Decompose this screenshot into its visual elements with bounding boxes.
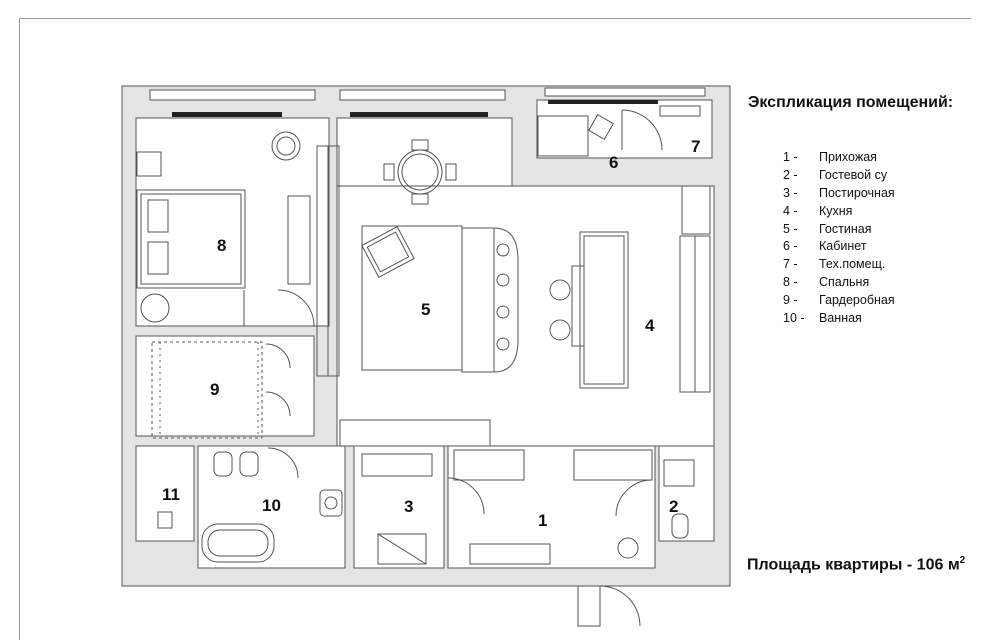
guest-toilet <box>671 513 689 539</box>
sofa <box>461 227 519 373</box>
legend-item: 10 -Ванная <box>783 311 862 326</box>
study-desk <box>537 115 589 157</box>
window-bedroom <box>149 89 316 101</box>
legend-item: 9 -Гардеробная <box>783 293 895 308</box>
room-label-11: 11 <box>162 485 180 504</box>
area-superscript: 2 <box>959 555 966 566</box>
legend-item: 2 -Гостевой су <box>783 167 888 182</box>
room-labels: 1 2 3 4 5 6 7 8 9 10 11 <box>162 137 700 530</box>
frame-left-line <box>19 18 20 640</box>
room-label-1: 1 <box>538 511 547 530</box>
window-living <box>339 89 506 101</box>
legend-item: 8 -Спальня <box>783 275 870 290</box>
dining-table <box>397 149 443 195</box>
bedroom-wardrobe <box>287 195 311 285</box>
room-label-7: 7 <box>691 137 700 156</box>
rug <box>361 225 463 371</box>
room-label-10: 10 <box>262 496 281 515</box>
room-label-8: 8 <box>217 236 226 255</box>
furniture <box>136 105 711 627</box>
legend-item: 3 -Постирочная <box>783 185 895 200</box>
pillow <box>147 199 169 233</box>
room-label-6: 6 <box>609 153 618 172</box>
pillow <box>147 241 169 275</box>
fridge <box>681 185 711 235</box>
legend-item: 7 -Тех.помещ. <box>783 257 886 272</box>
legend-item: 4 -Кухня <box>783 203 853 218</box>
bathtub <box>201 523 275 563</box>
room-label-3: 3 <box>404 497 413 516</box>
sink <box>319 489 343 517</box>
bed <box>136 189 246 289</box>
armchair <box>361 226 415 278</box>
legend-list: 1 -Прихожая 2 -Гостевой су 3 -Постирочна… <box>783 149 895 328</box>
room-label-5: 5 <box>421 300 430 319</box>
legend-item: 5 -Гостиная <box>783 221 872 236</box>
legend-item: 1 -Прихожая <box>783 150 877 164</box>
bedroom-armchair <box>271 131 301 161</box>
bar-stool <box>549 319 571 341</box>
legend-title: Экспликация помещений: <box>748 94 954 111</box>
radiator-living <box>350 112 488 117</box>
legend-item: 6 -Кабинет <box>783 239 867 254</box>
windows <box>149 87 706 117</box>
room-label-2: 2 <box>669 497 678 516</box>
frame-top-line <box>19 18 971 19</box>
walls <box>121 85 731 587</box>
window-study <box>544 87 706 97</box>
bedroom-table <box>136 151 162 177</box>
bar-stool <box>549 279 571 301</box>
radiator-study <box>548 100 658 104</box>
radiator-bedroom <box>172 112 282 117</box>
room-label-4: 4 <box>645 316 655 335</box>
bidet <box>239 451 259 477</box>
apartment-area: Площадь квартиры - 106 м2 <box>747 555 966 574</box>
toilet <box>213 451 233 477</box>
bedroom-pouf <box>140 293 170 323</box>
kitchen-island <box>579 231 629 389</box>
study-chair <box>588 114 614 140</box>
room-label-9: 9 <box>210 380 219 399</box>
